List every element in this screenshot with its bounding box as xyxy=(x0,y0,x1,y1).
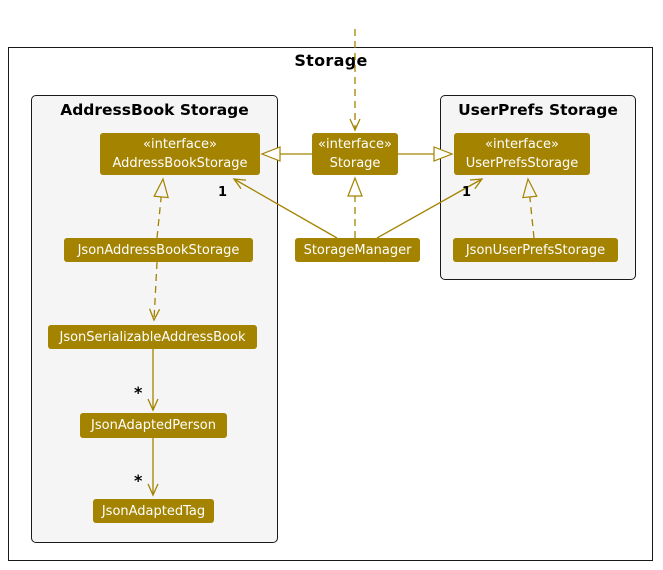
class-box-storagemanager: StorageManager xyxy=(295,238,420,262)
class-box-jsonserializableaddressbook: JsonSerializableAddressBook xyxy=(48,325,257,349)
class-name: JsonAdaptedTag xyxy=(101,503,206,519)
arrow-storagemanager-to-userprefsstorage xyxy=(376,178,484,239)
class-box-jsonadaptedtag: JsonAdaptedTag xyxy=(93,499,214,523)
arrow-jsonaddressbookstorage-to-jsonserializableaddressbook xyxy=(148,261,161,322)
class-box-userprefsstorage-interface: «interface» UserPrefsStorage xyxy=(454,133,590,175)
stereotype-label: «interface» xyxy=(143,137,217,152)
multiplicity-label: * xyxy=(134,471,143,490)
class-box-jsonuserprefsstorage: JsonUserPrefsStorage xyxy=(453,238,618,262)
frame-title: Storage xyxy=(294,51,368,70)
arrow-jsonaddressbookstorage-realizes-addressbookstorage xyxy=(153,177,169,239)
multiplicity-label: * xyxy=(134,383,143,402)
arrow-storagemanager-to-addressbookstorage xyxy=(232,178,338,239)
package-title-userprefs-storage: UserPrefs Storage xyxy=(458,101,618,119)
class-box-addressbookstorage-interface: «interface» AddressBookStorage xyxy=(100,133,260,175)
class-name: StorageManager xyxy=(303,242,412,258)
package-title-addressbook-storage: AddressBook Storage xyxy=(60,101,249,119)
class-name: Storage xyxy=(329,156,381,171)
multiplicity-label: 1 xyxy=(218,185,227,200)
class-name: AddressBookStorage xyxy=(112,156,248,171)
arrow-jsonuserprefsstorage-realizes-userprefsstorage xyxy=(522,177,538,239)
class-name: JsonAdaptedPerson xyxy=(91,418,216,433)
class-name: JsonSerializableAddressBook xyxy=(59,329,246,345)
stereotype-label: «interface» xyxy=(485,137,559,152)
class-name: JsonAddressBookStorage xyxy=(77,242,240,258)
stereotype-label: «interface» xyxy=(318,137,392,152)
class-box-jsonaddressbookstorage: JsonAddressBookStorage xyxy=(64,238,253,262)
class-box-jsonadaptedperson: JsonAdaptedPerson xyxy=(80,413,227,438)
class-name: UserPrefsStorage xyxy=(465,156,579,171)
class-box-storage-interface: «interface» Storage xyxy=(312,133,398,175)
class-name: JsonUserPrefsStorage xyxy=(465,242,606,258)
multiplicity-label: 1 xyxy=(462,185,471,200)
